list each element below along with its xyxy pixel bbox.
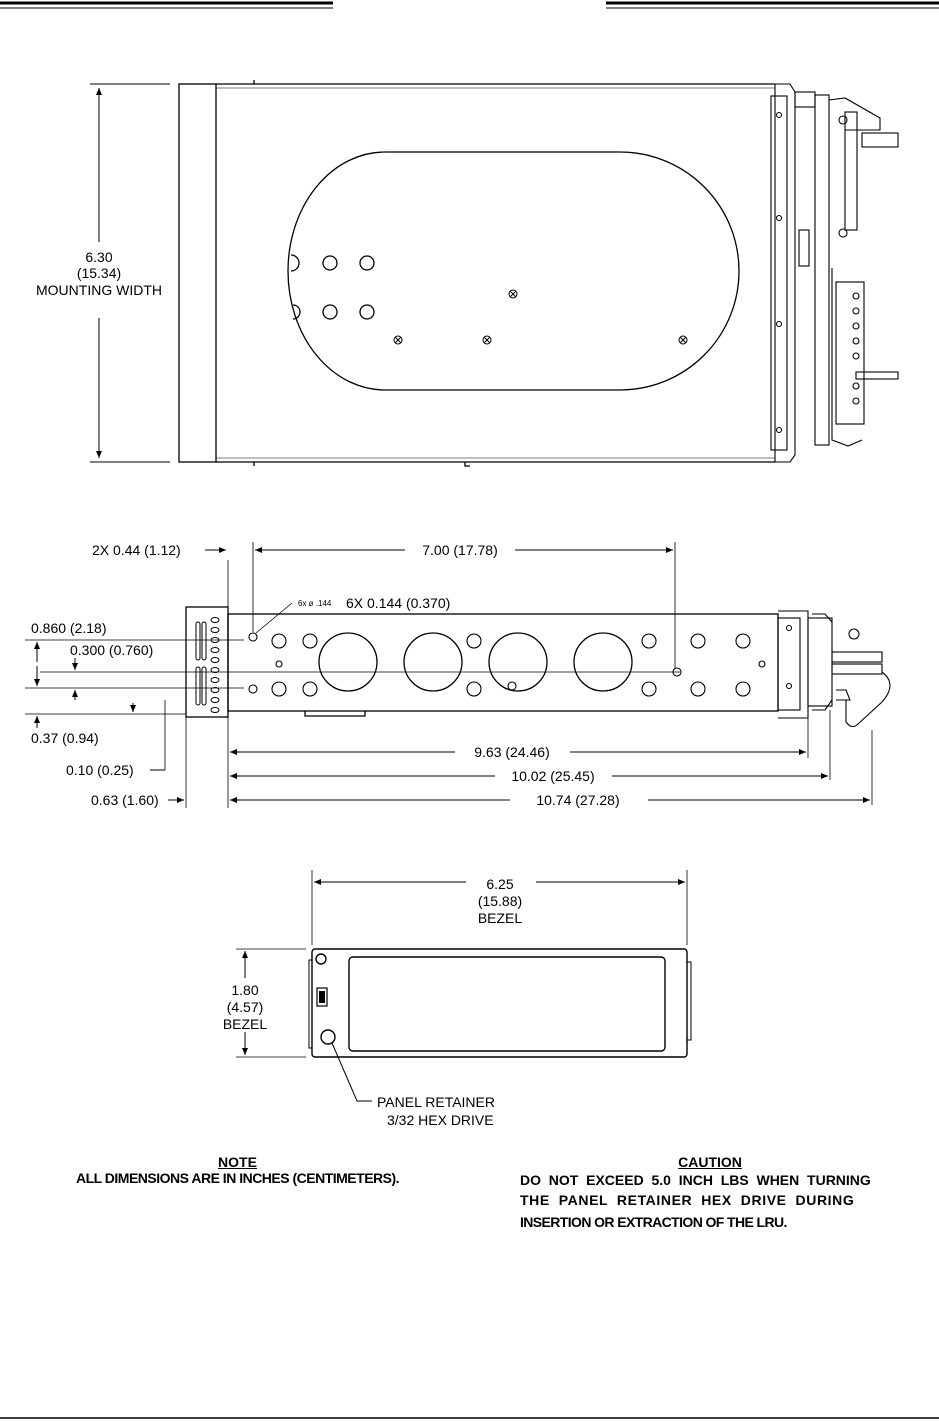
side-rear-hardware	[777, 610, 891, 728]
dim-flange: 0.10 (0.25)	[66, 762, 134, 778]
bezel-width-label: BEZEL	[478, 910, 523, 926]
caution-line-2: THE PANEL RETAINER HEX DRIVE DURING	[520, 1192, 855, 1208]
dim-bezel-depth: 0.63 (1.60)	[91, 792, 159, 808]
header-rules	[0, 1, 939, 9]
dim-upper: 0.860 (2.18)	[31, 620, 107, 636]
dim-mid: 0.300 (0.760)	[70, 642, 153, 658]
top-view	[178, 80, 899, 467]
display-window	[348, 956, 666, 1052]
bezel-height-in: 1.80	[231, 982, 258, 998]
side-small-holes	[248, 632, 766, 697]
caution-line-1: DO NOT EXCEED 5.0 INCH LBS WHEN TURNING	[520, 1172, 871, 1188]
note-text: ALL DIMENSIONS ARE IN INCHES (CENTIMETER…	[75, 1170, 400, 1186]
length-3: 10.74 (27.28)	[536, 792, 619, 808]
width-cm: (15.34)	[77, 265, 121, 281]
side-view	[185, 606, 891, 728]
rear-hardware	[768, 83, 899, 463]
mounting-width-dim: 6.30 (15.34) MOUNTING WIDTH	[36, 83, 170, 463]
front-view-dims: 6.25 (15.88) BEZEL 1.80 (4.57) BEZEL PAN…	[223, 870, 688, 1128]
bezel-slots	[195, 617, 220, 713]
width-value: 6.30	[85, 249, 112, 265]
retainer-hex-drive	[320, 1029, 336, 1045]
hole-spacing-label: 7.00 (17.78)	[422, 542, 498, 558]
width-label: MOUNTING WIDTH	[36, 282, 162, 298]
retainer-label-2: 3/32 HEX DRIVE	[387, 1112, 494, 1128]
end-offset-label: 2X 0.44 (1.12)	[92, 542, 181, 558]
retainer-label-1: PANEL RETAINER	[377, 1094, 495, 1110]
side-large-holes	[318, 632, 633, 692]
bezel-width-in: 6.25	[486, 876, 513, 892]
caution-line-3: INSERTION OR EXTRACTION OF THE LRU.	[520, 1214, 787, 1230]
oval-cutout	[287, 151, 740, 391]
bezel-height-cm: (4.57)	[227, 999, 264, 1015]
front-view	[308, 948, 692, 1058]
bezel-width-cm: (15.88)	[478, 893, 522, 909]
note-block: NOTE ALL DIMENSIONS ARE IN INCHES (CENTI…	[40, 1154, 435, 1186]
note-title: NOTE	[218, 1154, 257, 1170]
caution-title: CAUTION	[678, 1154, 742, 1170]
hole-callout-small: 6x ø .144	[298, 599, 332, 608]
hole-callout: 6X 0.144 (0.370)	[346, 595, 450, 611]
length-1: 9.63 (24.46)	[474, 744, 550, 760]
oval-screws	[393, 289, 688, 345]
bezel-height-label: BEZEL	[223, 1016, 268, 1032]
side-view-dims: 2X 0.44 (1.12) 7.00 (17.78) 6x ø .144 6X…	[25, 542, 873, 808]
dim-lower: 0.37 (0.94)	[31, 730, 99, 746]
caution-block: CAUTION DO NOT EXCEED 5.0 INCH LBS WHEN …	[520, 1154, 900, 1230]
bezel-outline	[311, 948, 688, 1058]
front-connector	[316, 987, 328, 1007]
oval-holes	[290, 254, 375, 320]
retainer-upper	[315, 953, 327, 965]
length-2: 10.02 (25.45)	[511, 768, 594, 784]
